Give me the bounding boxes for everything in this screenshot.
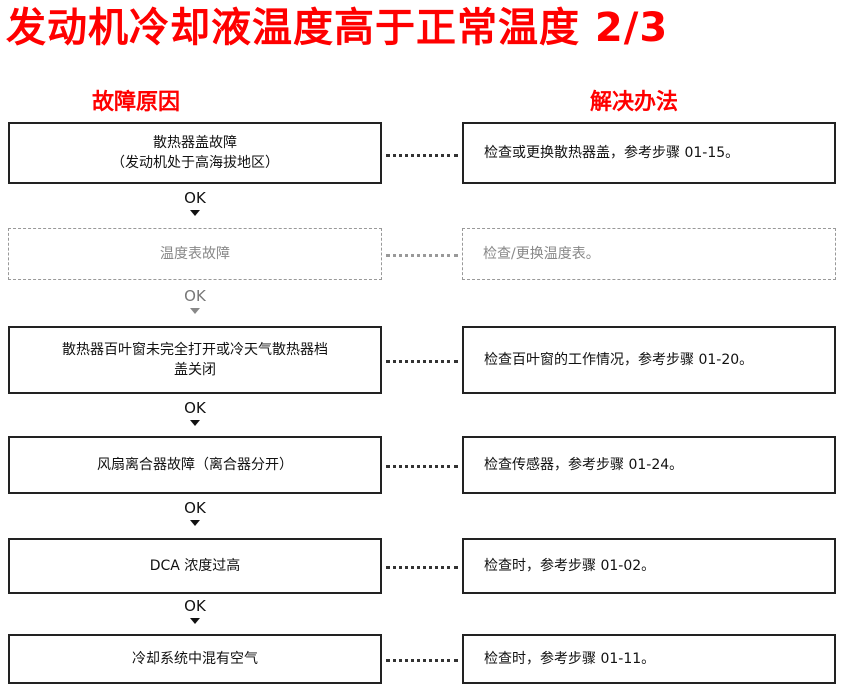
solution-box-dca: 检查时，参考步骤 01-02。 — [462, 538, 836, 594]
solution-text: 检查/更换温度表。 — [483, 246, 600, 262]
ok-label: OK — [184, 499, 206, 517]
cause-box-fan-clutch: 风扇离合器故障（离合器分开） — [8, 436, 382, 494]
connector-dots — [386, 360, 458, 363]
connector-dots — [386, 465, 458, 468]
solution-box-air-in-system: 检查时，参考步骤 01-11。 — [462, 634, 836, 684]
down-arrow-icon — [190, 520, 200, 526]
connector-dots — [386, 566, 458, 569]
cause-text: 风扇离合器故障（离合器分开） — [97, 457, 293, 473]
cause-box-shutters: 散热器百叶窗未完全打开或冷天气散热器档 盖关闭 — [8, 326, 382, 394]
cause-text: 冷却系统中混有空气 — [132, 651, 258, 667]
cause-text: DCA 浓度过高 — [149, 558, 241, 574]
cause-text: 温度表故障 — [160, 246, 230, 262]
causes-header: 故障原因 — [92, 90, 181, 115]
page-title: 发动机冷却液温度高于正常温度 2/3 — [6, 5, 669, 51]
ok-label: OK — [184, 399, 206, 417]
down-arrow-icon — [190, 420, 200, 426]
solution-text: 检查百叶窗的工作情况，参考步骤 01-20。 — [484, 352, 754, 368]
cause-box-air-in-system: 冷却系统中混有空气 — [8, 634, 382, 684]
solution-text: 检查传感器，参考步骤 01-24。 — [484, 457, 684, 473]
down-arrow-icon — [190, 210, 200, 216]
solution-box-radiator-cap: 检查或更换散热器盖，参考步骤 01-15。 — [462, 122, 836, 184]
down-arrow-icon — [190, 308, 200, 314]
cause-text: 散热器盖故障 — [153, 135, 237, 151]
ok-label: OK — [184, 597, 206, 615]
cause-text: 散热器百叶窗未完全打开或冷天气散热器档 — [62, 342, 328, 358]
solution-box-temp-gauge: 检查/更换温度表。 — [462, 228, 836, 280]
ok-label: OK — [184, 287, 206, 305]
cause-subtext: （发动机处于高海拔地区） — [111, 155, 279, 171]
solution-text: 检查时，参考步骤 01-11。 — [484, 651, 656, 667]
connector-dots — [386, 659, 458, 662]
solution-box-fan-clutch: 检查传感器，参考步骤 01-24。 — [462, 436, 836, 494]
solution-box-shutters: 检查百叶窗的工作情况，参考步骤 01-20。 — [462, 326, 836, 394]
cause-subtext: 盖关闭 — [174, 362, 216, 378]
connector-dots — [386, 254, 458, 257]
ok-label: OK — [184, 189, 206, 207]
connector-dots — [386, 154, 458, 157]
down-arrow-icon — [190, 618, 200, 624]
solution-text: 检查或更换散热器盖，参考步骤 01-15。 — [484, 145, 740, 161]
cause-box-temp-gauge: 温度表故障 — [8, 228, 382, 280]
solution-text: 检查时，参考步骤 01-02。 — [484, 558, 656, 574]
solutions-header: 解决办法 — [590, 90, 679, 115]
cause-box-dca: DCA 浓度过高 — [8, 538, 382, 594]
cause-box-radiator-cap: 散热器盖故障 （发动机处于高海拔地区） — [8, 122, 382, 184]
